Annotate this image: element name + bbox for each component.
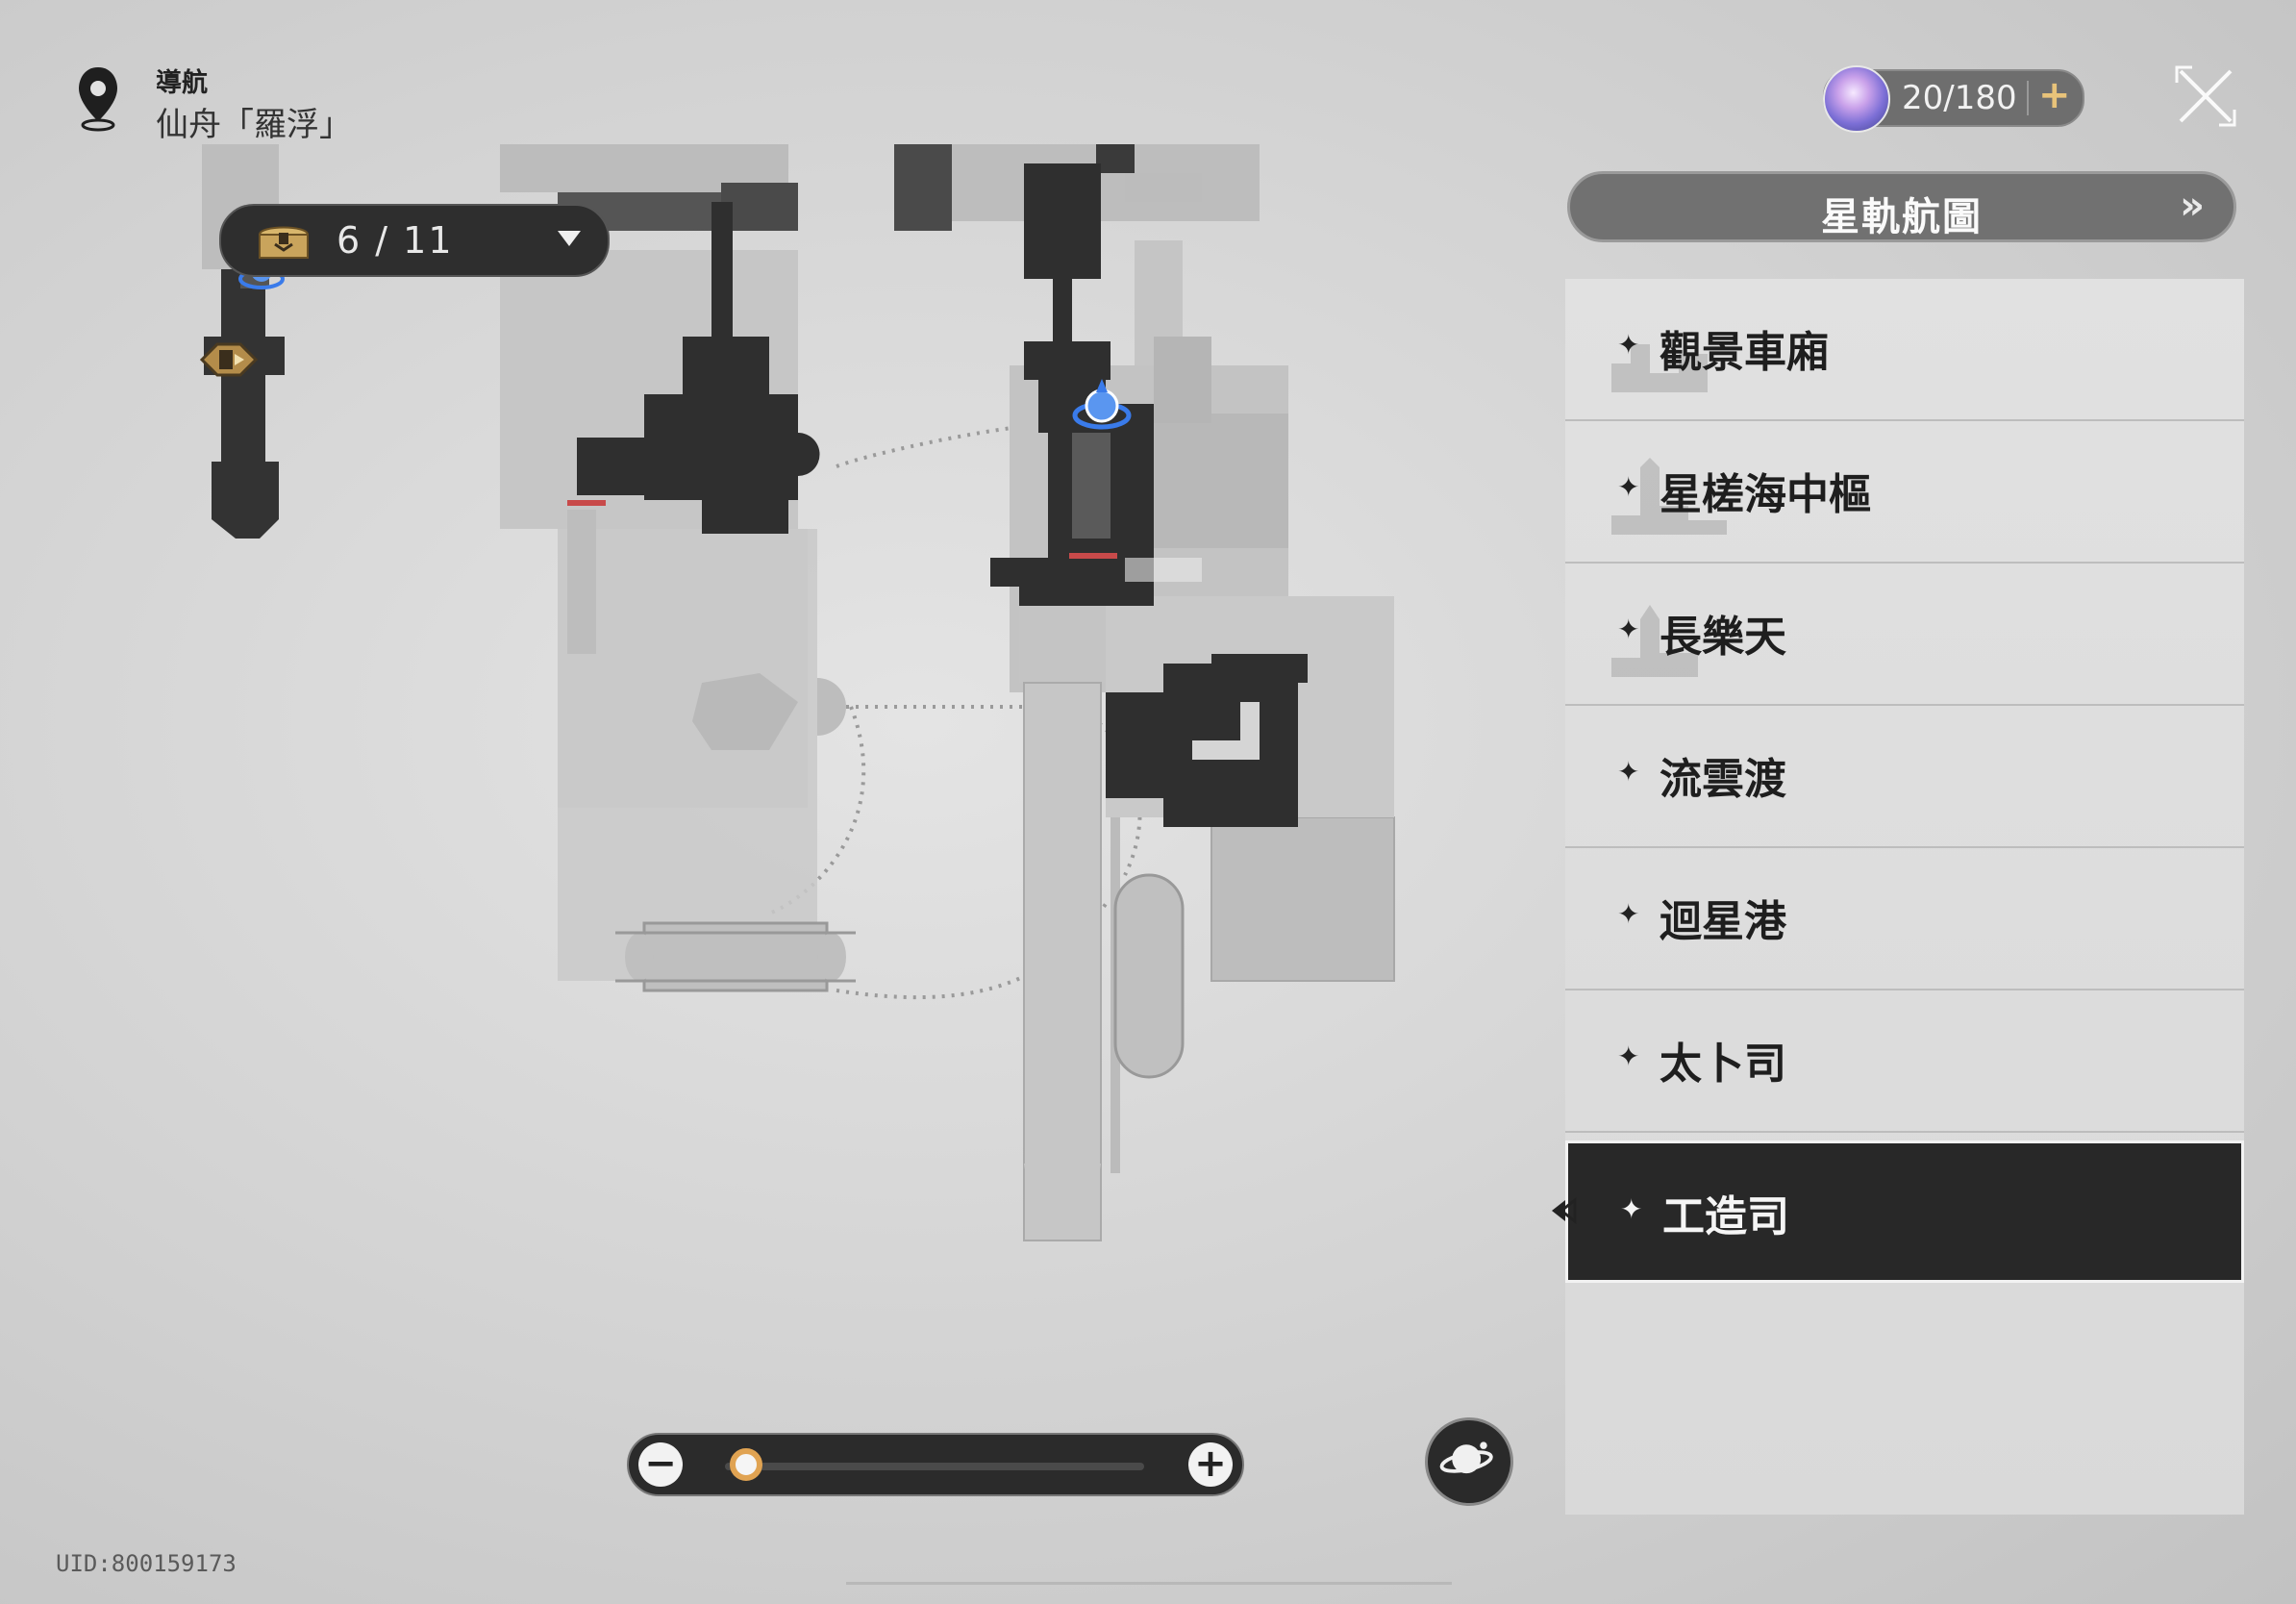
- sparkle-icon: ✦: [1617, 614, 1640, 645]
- map-central-west-block: [500, 144, 846, 981]
- navigation-header: 導航 仙舟「羅浮」: [75, 60, 479, 146]
- zoom-out-button[interactable]: −: [638, 1441, 683, 1487]
- location-label: 工造司: [1662, 1192, 1789, 1241]
- area-map[interactable]: [144, 144, 1548, 1250]
- location-item[interactable]: ✦ 長樂天: [1565, 564, 2244, 706]
- map-central-east-block: [894, 144, 1395, 1241]
- treasure-chest-counter[interactable]: 6 / 11: [219, 204, 610, 277]
- planet-icon: [1439, 1441, 1493, 1474]
- location-label: 流雲渡: [1660, 755, 1786, 804]
- current-region-name: 仙舟「羅浮」: [156, 106, 352, 144]
- divider: [2027, 81, 2029, 115]
- location-item-selected[interactable]: ✦ 工造司: [1565, 1140, 2244, 1283]
- skyline-icon: [1611, 458, 1727, 535]
- sparkle-icon: ✦: [1617, 898, 1640, 930]
- selection-pointer-icon: [1552, 1196, 1577, 1225]
- zoom-slider[interactable]: − +: [627, 1433, 1244, 1496]
- location-label: 星槎海中樞: [1660, 470, 1871, 519]
- trailblaze-power-counter[interactable]: 20/180 +: [1823, 65, 2084, 133]
- skyline-icon: [1611, 344, 1708, 392]
- trailblaze-power-value: 20/180: [1902, 79, 2017, 117]
- trailblaze-power-icon: [1823, 65, 1890, 133]
- map-lower-west-hall: [615, 921, 856, 992]
- zoom-handle[interactable]: [729, 1448, 762, 1481]
- plus-icon: +: [1194, 1441, 1227, 1486]
- star-rail-map-button[interactable]: 星軌航圖 »: [1567, 171, 2236, 242]
- user-id: UID:800159173: [56, 1550, 237, 1577]
- location-item[interactable]: ✦ 太卜司: [1565, 990, 2244, 1133]
- sparkle-icon: ✦: [1617, 756, 1640, 788]
- zoom-track[interactable]: [725, 1463, 1144, 1470]
- location-item[interactable]: ✦ 星槎海中樞: [1565, 421, 2244, 564]
- teleport-waypoint-icon[interactable]: [1072, 379, 1132, 430]
- location-item[interactable]: ✦ 觀景車廂: [1565, 279, 2244, 421]
- treasure-chest-icon: [258, 226, 310, 259]
- location-list: ✦ 觀景車廂 ✦ 星槎海中樞 ✦ 長樂天 ✦ 流雲渡 ✦ 迴星港 ✦ 太卜司 ✦…: [1565, 279, 2244, 1515]
- exit-door-icon[interactable]: [199, 342, 259, 377]
- home-indicator: [846, 1582, 1452, 1585]
- add-power-button[interactable]: +: [2038, 73, 2071, 117]
- location-label: 長樂天: [1660, 613, 1786, 662]
- double-chevron-right-icon: »: [2180, 184, 2205, 228]
- minus-icon: −: [644, 1441, 677, 1486]
- planet-view-button[interactable]: [1425, 1417, 1513, 1506]
- location-label: 觀景車廂: [1660, 328, 1829, 377]
- location-item[interactable]: ✦ 流雲渡: [1565, 706, 2244, 848]
- chevron-down-icon[interactable]: [558, 231, 581, 246]
- sparkle-icon: ✦: [1620, 1193, 1643, 1225]
- chest-count: 6 / 11: [337, 219, 454, 262]
- location-item[interactable]: ✦ 迴星港: [1565, 848, 2244, 990]
- star-rail-map-label: 星軌航圖: [1821, 195, 1983, 239]
- navigation-label: 導航: [156, 68, 208, 98]
- location-label: 迴星港: [1660, 897, 1786, 946]
- close-icon[interactable]: [2175, 65, 2236, 127]
- sparkle-icon: ✦: [1617, 471, 1640, 503]
- location-label: 太卜司: [1660, 1040, 1786, 1089]
- sparkle-icon: ✦: [1617, 329, 1640, 361]
- sparkle-icon: ✦: [1617, 1040, 1640, 1072]
- location-pin-icon: [79, 67, 117, 132]
- skyline-icon: [1611, 605, 1698, 677]
- zoom-in-button[interactable]: +: [1188, 1441, 1233, 1487]
